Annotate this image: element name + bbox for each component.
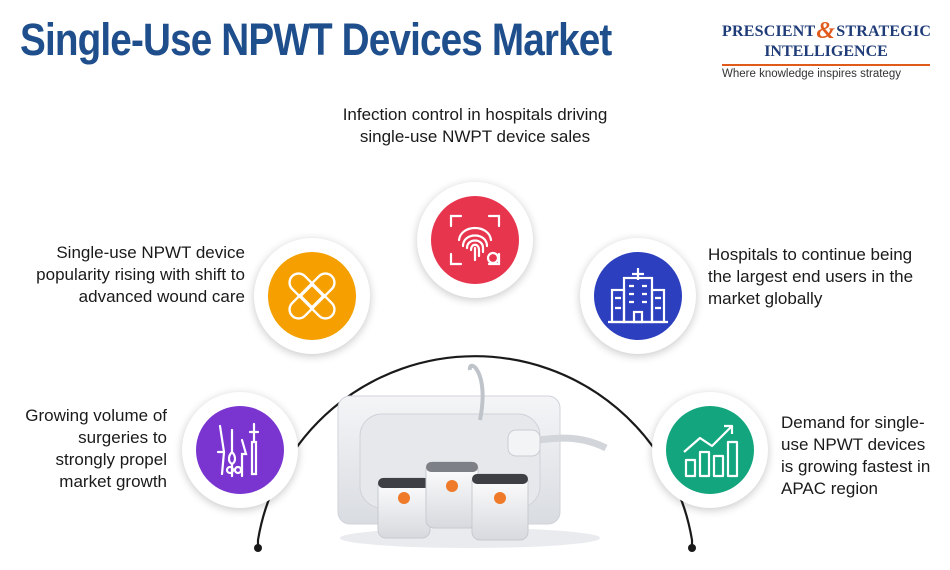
node-hospitals [580,238,696,354]
logo-tagline: Where knowledge inspires strategy [722,68,901,80]
caption-hospitals: Hospitals to continue being the largest … [708,245,914,308]
logo-word-strategic: STRATEGIC [836,23,932,40]
arc-end-dot-left [254,544,262,552]
arc-end-dot-right [688,544,696,552]
disc-hospitals [594,252,682,340]
disc-apac [666,406,754,494]
caption-infection-control: Infection control in hospitals driving s… [342,105,608,146]
disc-popularity [268,252,356,340]
caption-apac: Demand for single-use NPWT devices is gr… [781,413,931,498]
node-popularity [254,238,370,354]
node-surgeries [182,392,298,508]
node-apac [652,392,768,508]
caption-popularity: Single-use NPWT device popularity rising… [36,243,245,306]
fingerprint-scan-icon [449,214,501,266]
growth-chart-icon [683,424,739,478]
hospital-building-icon [608,268,668,324]
disc-surgeries [196,406,284,494]
logo-divider [722,64,930,66]
caption-surgeries: Growing volume of surgeries to strongly … [25,406,167,491]
npwt-device-image [337,363,608,548]
page-title: Single-Use NPWT Devices Market [20,14,612,65]
bandage-icon [288,272,336,320]
logo-word-prescient: PRESCIENT [722,23,816,40]
logo-ampersand: & [816,18,836,44]
surgical-tools-icon [216,422,260,478]
logo-line-1: PRESCIENT&STRATEGIC [722,18,932,45]
logo-line-2: INTELLIGENCE [764,43,888,60]
company-logo: PRESCIENT&STRATEGIC INTELLIGENCE Where k… [722,18,932,80]
node-infection-control [417,182,533,298]
